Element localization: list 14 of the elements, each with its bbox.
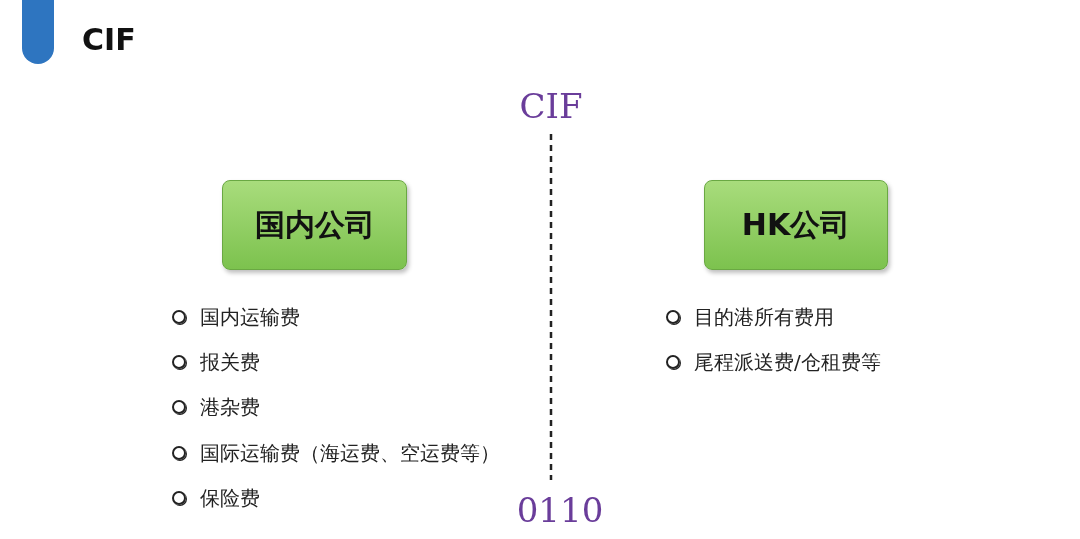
company-name: HK公司 [741, 205, 851, 244]
company-box [222, 180, 407, 270]
heading-text: CIF [519, 86, 583, 126]
fee-item: 国内运输费 [200, 304, 300, 331]
slide-title: CIF [82, 22, 136, 57]
company-box [704, 180, 888, 270]
fee-item: 保险费 [200, 485, 260, 512]
company-name: 国内公司 [254, 205, 375, 244]
heading-text: 0110 [516, 490, 604, 530]
fee-item: 报关费 [200, 349, 260, 376]
fee-item: 尾程派送费/仓租费等 [694, 349, 881, 376]
fee-item: 港杂费 [200, 394, 260, 421]
fee-item: 国际运输费（海运费、空运费等） [200, 440, 500, 467]
fee-item: 目的港所有费用 [694, 304, 834, 331]
